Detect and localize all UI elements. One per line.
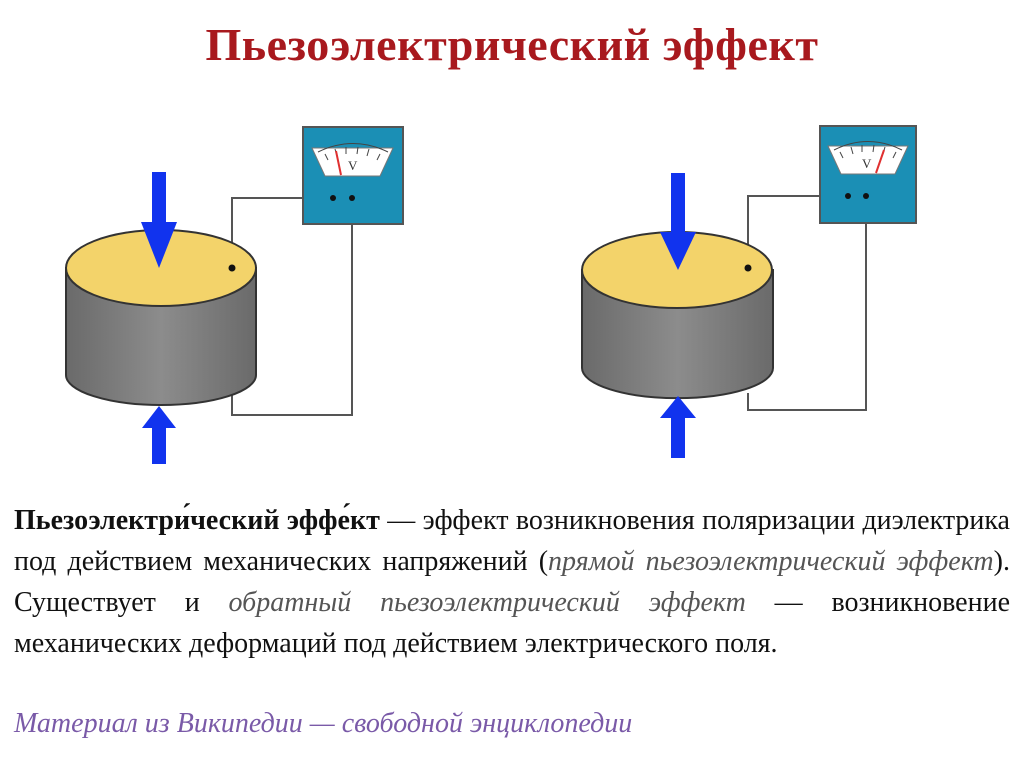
- wire-bottom-right: [747, 196, 867, 411]
- meter-letter-right: V: [862, 156, 872, 171]
- direct-effect-label: прямой пьезоэлектрический эффект: [548, 546, 994, 577]
- arrow-up-icon: [660, 396, 696, 458]
- arrow-up-icon: [142, 406, 176, 464]
- voltmeter-icon: V: [819, 125, 917, 224]
- piezo-cylinder-right: [581, 231, 774, 400]
- meter-letter-left: V: [348, 158, 358, 173]
- arrow-down-icon: [660, 173, 696, 270]
- voltmeter-icon: V: [302, 126, 404, 225]
- definition-term: Пьезоэлектри́ческий эффе́кт: [14, 505, 380, 536]
- definition-paragraph: Пьезоэлектри́ческий эффе́кт — эффект воз…: [14, 500, 1010, 664]
- definition-text-2: ). Существует и: [14, 546, 1010, 618]
- source-note: Материал из Википедии — свободной энцикл…: [14, 708, 633, 739]
- piezo-cylinder-left: [65, 229, 257, 406]
- definition-text-1: — эффект возникновения поляризации диэле…: [14, 505, 1010, 577]
- definition-text-3: — возникновение механических деформаций …: [14, 587, 1010, 659]
- piezo-diagram: V: [65, 125, 917, 464]
- needle-right: [875, 149, 885, 174]
- inverse-effect-label: обратный пьезоэлектрический эффект: [228, 587, 746, 618]
- wire-bottom-left: [231, 198, 353, 416]
- needle-left: [335, 150, 342, 176]
- arrow-down-icon: [141, 172, 177, 268]
- right-setup: V: [581, 125, 917, 458]
- left-setup: V: [65, 126, 404, 464]
- slide-title: Пьезоэлектрический эффект: [205, 19, 819, 70]
